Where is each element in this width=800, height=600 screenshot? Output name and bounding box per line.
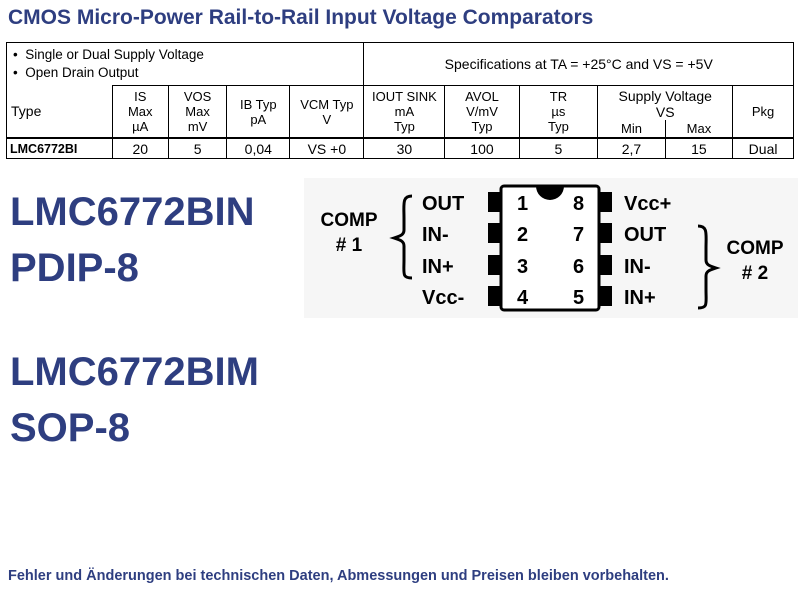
chip-body xyxy=(499,184,601,312)
pin-label-in-plus-2: IN+ xyxy=(624,287,656,309)
cell-ib: 0,04 xyxy=(226,137,291,159)
table-row: LMC6772BI 20 5 0,04 VS +0 30 100 5 2,7 1… xyxy=(6,137,794,159)
pin-number-2: 2 xyxy=(517,224,528,246)
pin-2 xyxy=(488,223,501,243)
cell-vcm: VS +0 xyxy=(289,137,365,159)
cell-vs-max: 15 xyxy=(664,137,734,159)
comp1-label-line1: COMP xyxy=(321,210,378,231)
brace-comp-1 xyxy=(389,194,413,280)
pin-3 xyxy=(488,255,501,275)
pin-number-1: 1 xyxy=(517,193,528,215)
header-type: Type xyxy=(6,85,113,139)
header-vs-min: Min xyxy=(597,120,666,139)
spec-conditions: Specifications at TA = +25°C and VS = +5… xyxy=(363,42,794,86)
header-pkg: Pkg xyxy=(732,85,794,139)
part-number-dip: LMC6772BIN xyxy=(10,190,255,234)
page-title: CMOS Micro-Power Rail-to-Rail Input Volt… xyxy=(8,6,594,29)
pin-number-7: 7 xyxy=(573,224,584,246)
pin-5 xyxy=(599,286,612,306)
pin-label-vcc-minus: Vcc- xyxy=(422,287,464,309)
pin1-notch xyxy=(536,186,564,200)
pinout-diagram: 1 2 3 4 8 7 6 5 OUT IN- IN+ Vcc- Vcc+ OU… xyxy=(304,178,798,318)
pin-label-in-minus-1: IN- xyxy=(422,224,449,246)
pin-label-vcc-plus: Vcc+ xyxy=(624,193,671,215)
brace-comp-2 xyxy=(697,224,721,310)
cell-pkg: Dual xyxy=(732,137,794,159)
pin-7 xyxy=(599,223,612,243)
pin-number-3: 3 xyxy=(517,256,528,278)
cell-vos: 5 xyxy=(167,137,228,159)
cell-iout: 30 xyxy=(363,137,446,159)
spec-table: • Single or Dual Supply Voltage • Open D… xyxy=(5,42,794,159)
comp1-label-line2: # 1 xyxy=(336,235,363,256)
pin-number-5: 5 xyxy=(573,287,584,309)
pin-label-out-1: OUT xyxy=(422,193,464,215)
pin-6 xyxy=(599,255,612,275)
footer-disclaimer: Fehler und Änderungen bei technischen Da… xyxy=(8,568,669,584)
feature-notes: • Single or Dual Supply Voltage • Open D… xyxy=(5,42,365,86)
cell-type: LMC6772BI xyxy=(6,137,113,159)
cell-is: 20 xyxy=(111,137,169,159)
pin-number-8: 8 xyxy=(573,193,584,215)
feature-item: • Open Drain Output xyxy=(13,65,139,80)
comp2-label-line2: # 2 xyxy=(742,263,768,284)
pin-8 xyxy=(599,192,612,212)
pin-number-6: 6 xyxy=(573,256,584,278)
comp2-label-line1: COMP xyxy=(727,238,784,259)
header-vs-max: Max xyxy=(664,120,734,139)
pin-label-in-minus-2: IN- xyxy=(624,256,651,278)
pin-label-out-2: OUT xyxy=(624,224,666,246)
cell-avol: 100 xyxy=(444,137,520,159)
package-sop: SOP-8 xyxy=(10,406,131,450)
pin-number-4: 4 xyxy=(517,287,529,309)
package-dip: PDIP-8 xyxy=(10,246,139,290)
pin-1 xyxy=(488,192,501,212)
cell-tr: 5 xyxy=(518,137,599,159)
pin-label-in-plus-1: IN+ xyxy=(422,256,454,278)
cell-vs-min: 2,7 xyxy=(597,137,666,159)
feature-item: • Single or Dual Supply Voltage xyxy=(13,47,204,62)
part-number-sop: LMC6772BIM xyxy=(10,350,259,394)
pin-4 xyxy=(488,286,501,306)
